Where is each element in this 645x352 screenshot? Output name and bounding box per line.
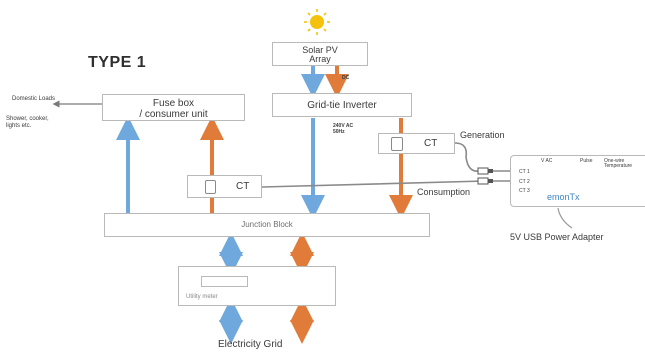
ct1-plug [477, 167, 489, 175]
ct-consumption-sensor-icon [205, 180, 216, 194]
generation-caption: Generation [460, 130, 505, 140]
loads-detail-line1: Shower, cooker, [6, 116, 49, 122]
junction-block-label: Junction Block [241, 220, 293, 229]
ac-label-line2: 50Hz [333, 129, 345, 135]
emontx-pulse-label: Pulse [580, 158, 593, 164]
fuse-box: Fuse box / consumer unit [102, 94, 245, 121]
ac-label-line1: 240V AC [333, 123, 354, 129]
ct2-plug [477, 177, 489, 185]
ct-generation-label: CT [424, 138, 438, 149]
usb-power-adapter-label: 5V USB Power Adapter [510, 232, 604, 242]
ct-generation-sensor-icon [391, 137, 403, 151]
fuse-box-line2: / consumer unit [139, 109, 208, 120]
solar-box-line2: Array [309, 54, 331, 64]
fuse-box-line1: Fuse box [152, 98, 195, 109]
ct-consumption-label: CT [236, 181, 250, 192]
grid-tie-inverter-box: Grid-tie Inverter [272, 93, 412, 117]
solar-pv-array-box: Solar PV Array [272, 42, 368, 66]
sun-icon [304, 9, 330, 35]
inverter-box-label: Grid-tie Inverter [307, 100, 377, 111]
emontx-device: V AC Pulse One-wire Temperature CT 1 CT … [510, 155, 645, 207]
emontx-vac-label: V AC [541, 158, 553, 164]
emontx-logo-text: emonTx [547, 192, 580, 202]
usb-cable [557, 207, 573, 229]
ct-consumption-clamp: CT [187, 175, 262, 198]
loads-detail-line2: lights etc. [6, 123, 32, 129]
meter-display [201, 276, 248, 287]
domestic-loads-label: Domestic Loads [12, 96, 56, 102]
emontx-port-ct1: CT 1 [519, 169, 530, 175]
ct2-plug-tip [488, 179, 493, 183]
emontx-port-ct2: CT 2 [519, 179, 530, 185]
electricity-grid-label: Electricity Grid [218, 339, 283, 350]
ct-consumption-cable [261, 180, 510, 188]
utility-meter-label: Utility meter [186, 294, 218, 300]
junction-block: Junction Block [104, 213, 430, 237]
dc-label: DC [342, 75, 350, 81]
emontx-temperature-label: One-wire Temperature [604, 158, 633, 169]
ct-generation-cable [454, 142, 510, 173]
utility-meter-box: Utility meter [178, 266, 336, 306]
solar-box-line1: Solar PV [302, 45, 338, 55]
ct1-plug-tip [488, 169, 493, 173]
ct-generation-clamp: CT [378, 133, 455, 154]
diagram-title: TYPE 1 [88, 54, 147, 71]
consumption-caption: Consumption [417, 187, 471, 197]
emontx-port-ct3: CT 3 [519, 188, 530, 194]
